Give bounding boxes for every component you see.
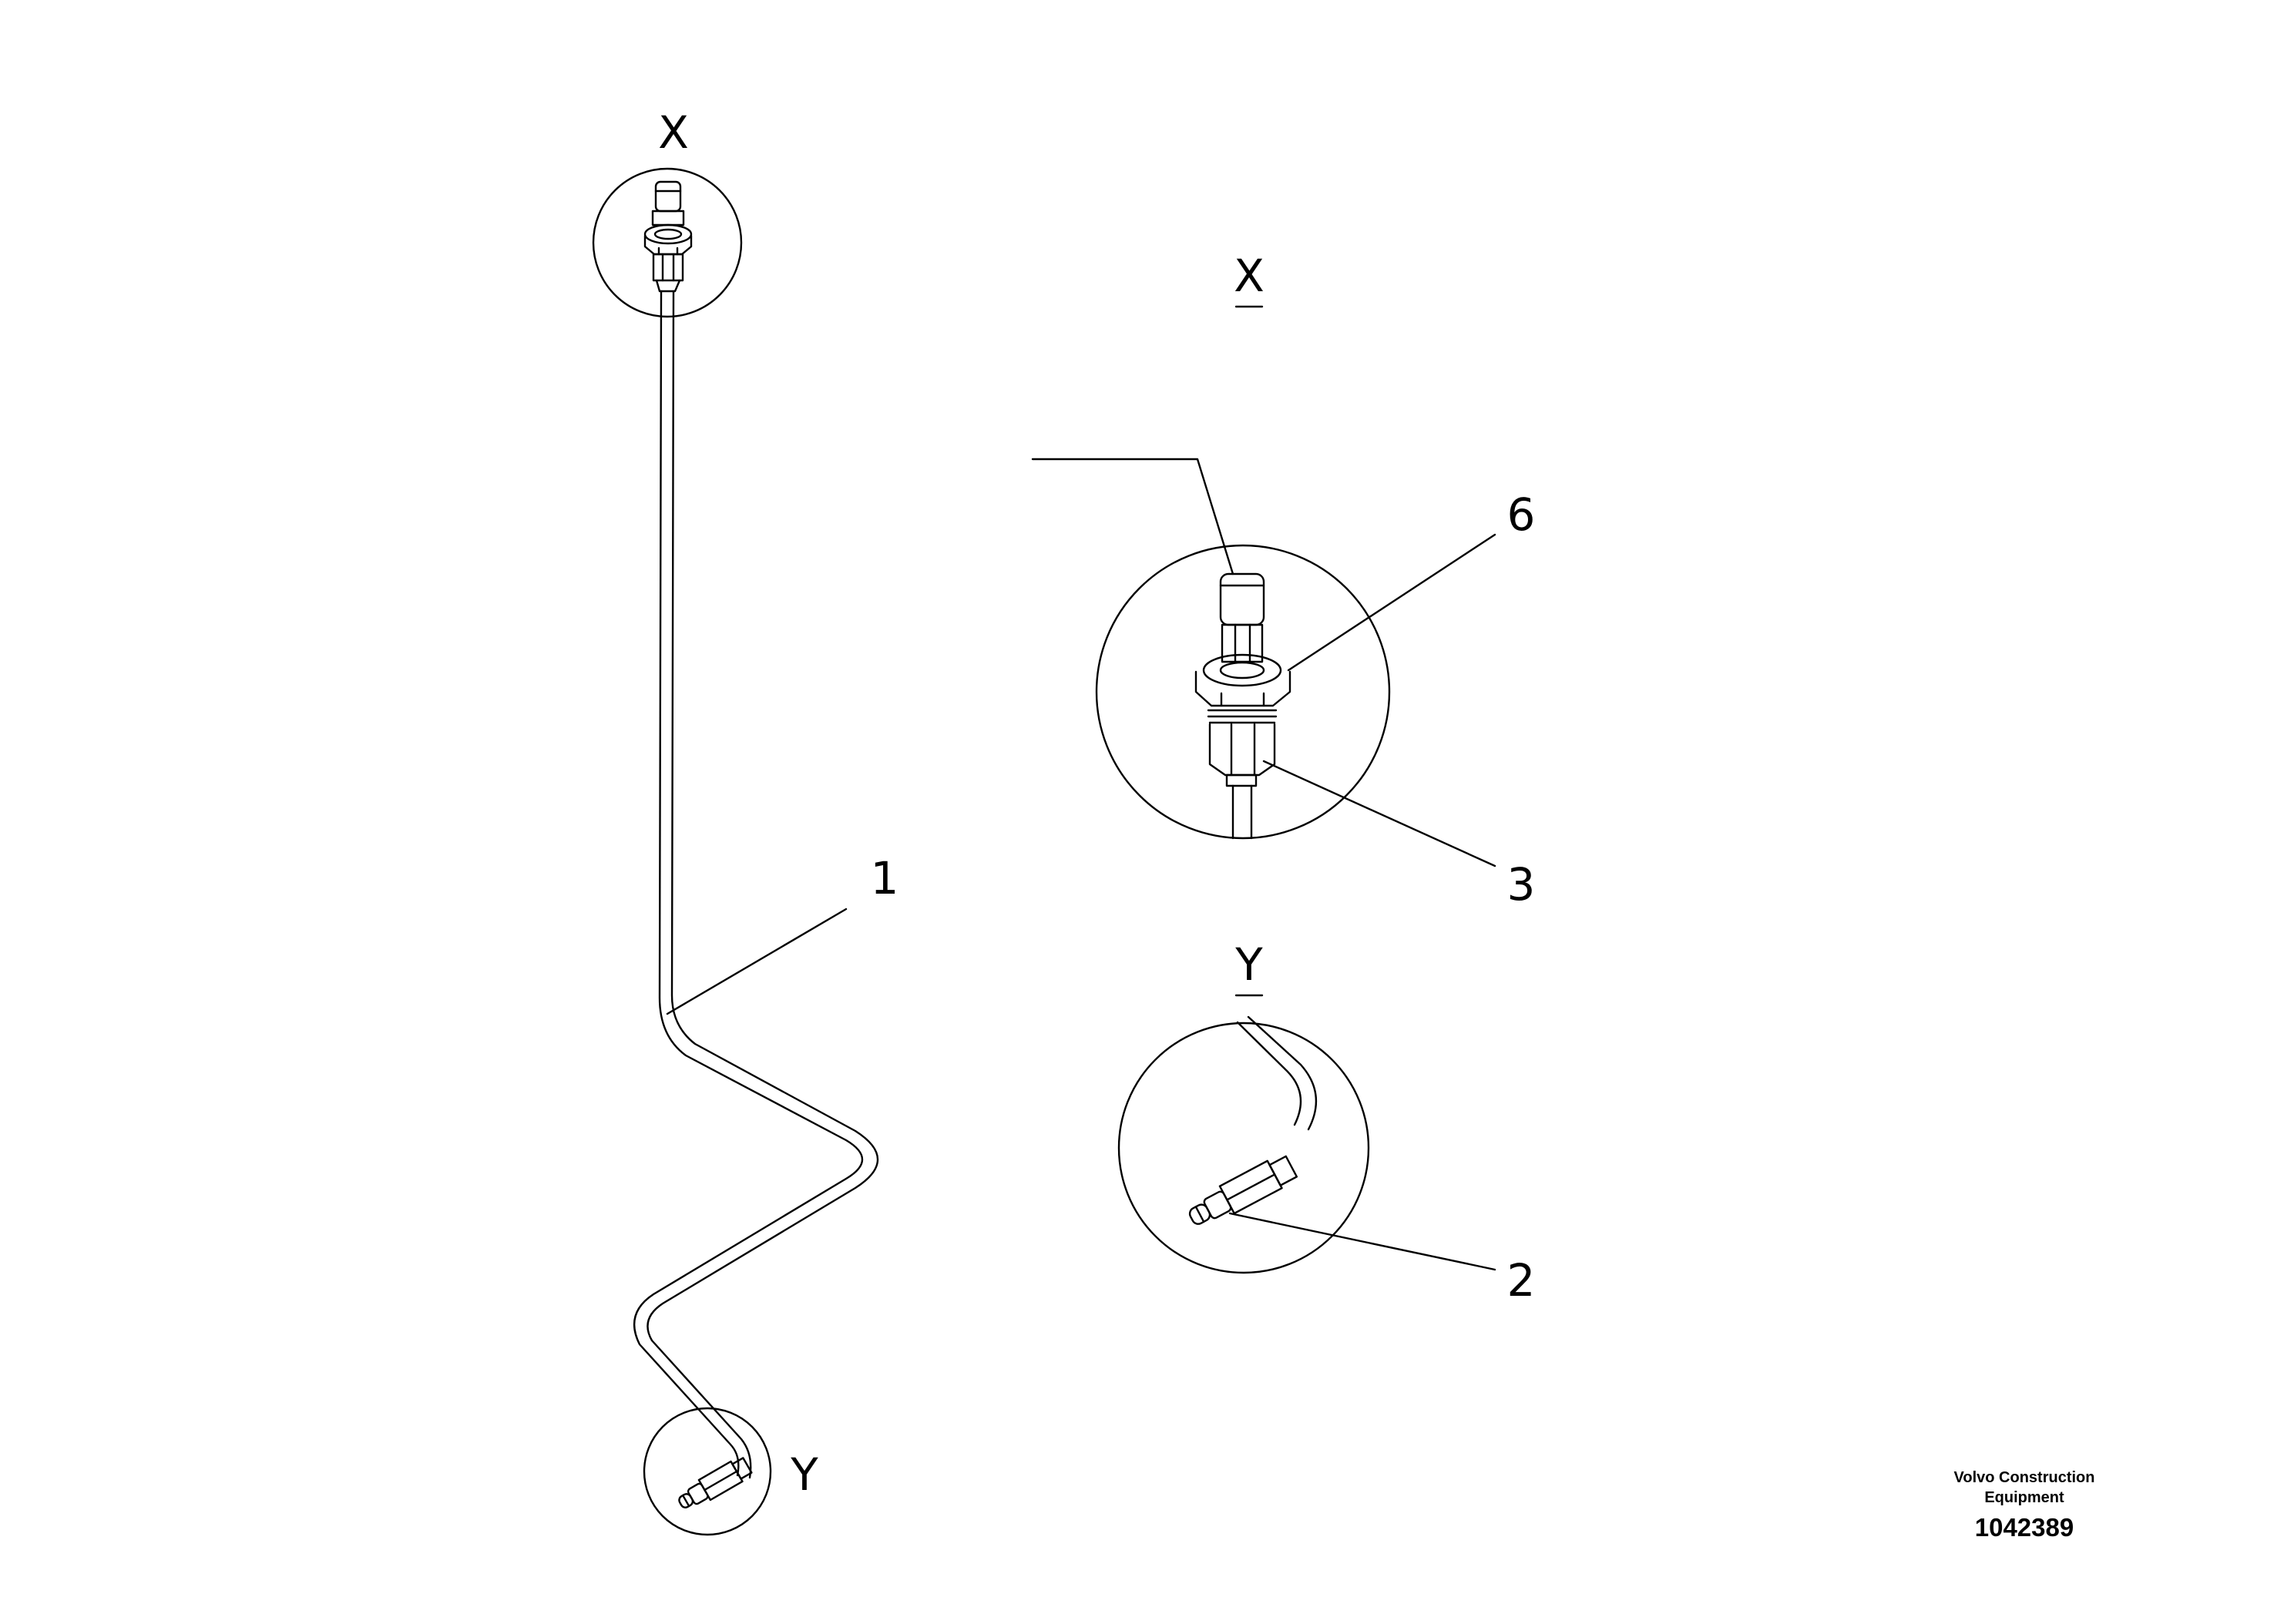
callout-3: 3 (1507, 858, 1536, 911)
leader-line-3 (1262, 760, 1496, 867)
view-label-y: Y (790, 1448, 818, 1501)
drawing-number: 1042389 (1974, 1513, 2074, 1542)
detail-circle-x-overview (592, 167, 743, 318)
pipe-overview (633, 290, 878, 1479)
fitting-x-small (643, 180, 693, 293)
footer-block: Volvo Construction Equipment 1042389 (1909, 1468, 2140, 1545)
leader-line-2 (1228, 1212, 1496, 1271)
leader-line-6 (1287, 533, 1496, 672)
callout-1: 1 (871, 852, 899, 904)
detail-circle-y-overview (643, 1407, 772, 1536)
detail-view-x (1031, 458, 1496, 867)
fitting-y-small (678, 1457, 753, 1508)
detail-title-y: Y (1234, 938, 1263, 991)
leader-line-1 (666, 908, 848, 1015)
leader-line-top-plug (1031, 458, 1234, 575)
detail-title-x: X (1234, 250, 1265, 302)
company-name-line2: Equipment (1984, 1489, 2064, 1506)
detail-view-y (1117, 1015, 1496, 1274)
callout-2: 2 (1507, 1254, 1536, 1307)
company-name-line1: Volvo Construction (1953, 1469, 2095, 1486)
callout-6: 6 (1507, 488, 1536, 541)
view-label-x: X (658, 106, 689, 159)
